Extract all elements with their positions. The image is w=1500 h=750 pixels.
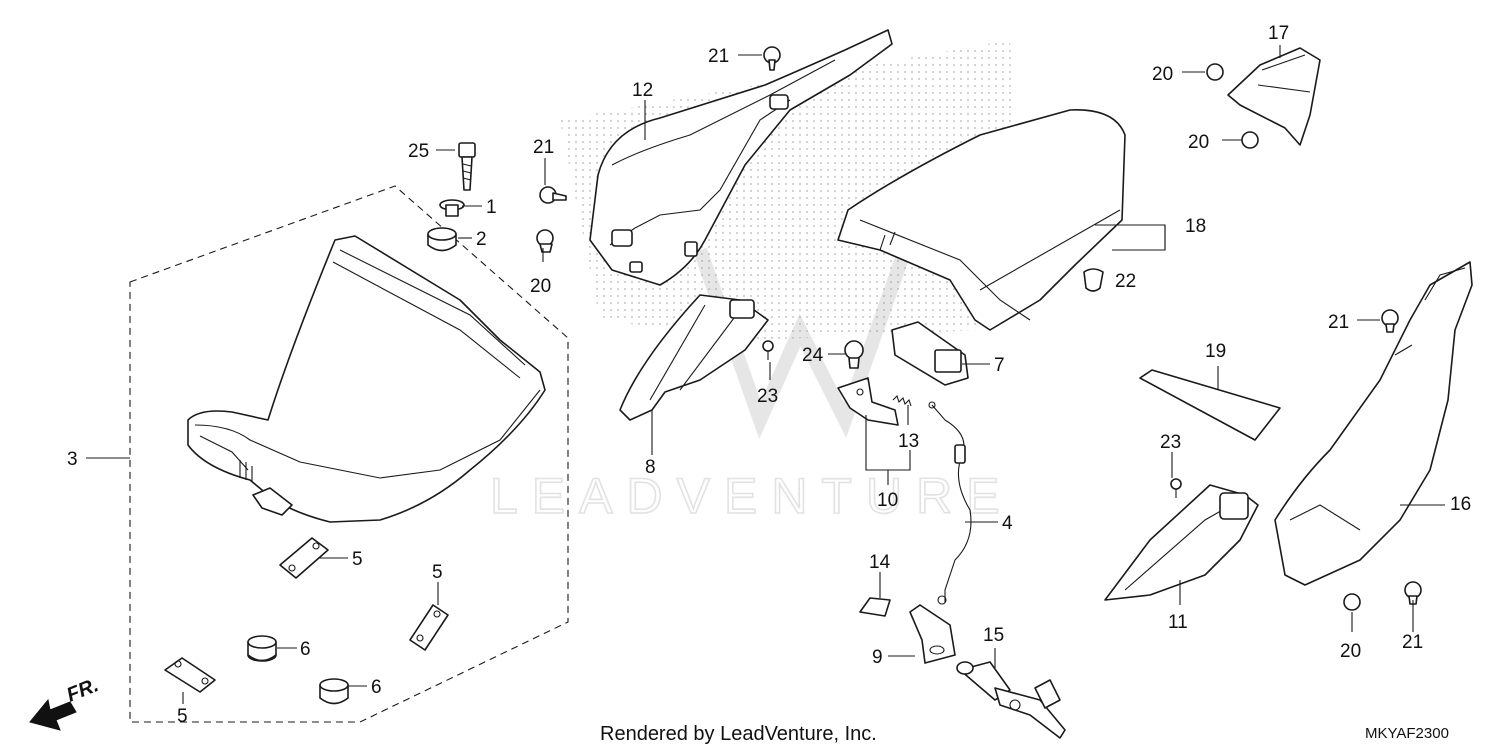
front-arrow-icon: [29, 698, 77, 731]
clip-14[interactable]: [859, 597, 891, 617]
callout-21c: 21: [1328, 312, 1349, 333]
callout-18: 18: [1185, 216, 1206, 237]
seat-lock-15[interactable]: [956, 661, 1066, 739]
callout-9: 9: [872, 647, 883, 668]
rubber-cushion-6a[interactable]: [247, 635, 277, 662]
clip-20d[interactable]: [1343, 593, 1361, 611]
callout-20b: 20: [1152, 64, 1173, 85]
callout-13: 13: [898, 431, 919, 452]
clip-20c[interactable]: [1241, 131, 1259, 149]
callout-19: 19: [1205, 341, 1226, 362]
rubber-cushion-6b[interactable]: [319, 678, 349, 705]
seat-damper-5a[interactable]: [279, 537, 329, 579]
plate-9[interactable]: [909, 604, 956, 664]
callout-6b: 6: [371, 677, 382, 698]
callout-24: 24: [802, 345, 824, 366]
leader-lines: [86, 45, 1445, 704]
strip-19[interactable]: [1139, 369, 1281, 441]
callout-14: 14: [869, 552, 891, 573]
callout-6a: 6: [300, 639, 311, 660]
watermark-text: LEADVENTURE: [490, 468, 1014, 524]
callout-4: 4: [1002, 513, 1013, 534]
screw-21a[interactable]: [763, 46, 781, 71]
callout-23b: 23: [1160, 432, 1181, 453]
callout-1: 1: [486, 197, 497, 218]
collar-1[interactable]: [439, 199, 465, 217]
callout-2: 2: [476, 229, 487, 250]
callout-5a: 5: [352, 549, 363, 570]
seat-assembly-boundary: [129, 185, 569, 723]
spring-13[interactable]: [892, 394, 912, 407]
callout-20c: 20: [1188, 132, 1209, 153]
callout-21b: 21: [533, 137, 554, 158]
diagram-code: MKYAF2300: [1365, 725, 1449, 742]
screw-21c[interactable]: [1381, 309, 1399, 333]
latch-7[interactable]: [891, 321, 969, 386]
clip-20b[interactable]: [1206, 63, 1224, 81]
credit-text: Rendered by LeadVenture, Inc.: [600, 723, 877, 745]
seat-damper-5c[interactable]: [164, 657, 216, 693]
screw-23b[interactable]: [1170, 478, 1182, 498]
seat-cable-4[interactable]: [928, 401, 972, 605]
callout-5c: 5: [177, 706, 188, 727]
callout-11: 11: [1168, 612, 1188, 633]
callout-23a: 23: [757, 386, 778, 407]
grommet-2[interactable]: [427, 227, 457, 252]
screw-21b[interactable]: [539, 186, 567, 204]
callouts: 21 12 21 20 25 1 2 3 5 5 5 6 6 8 23 24 7…: [67, 23, 1471, 727]
screw-21d[interactable]: [1404, 581, 1422, 605]
bolt-24[interactable]: [844, 340, 864, 369]
side-cover-12[interactable]: [589, 29, 893, 286]
callout-20d: 20: [1340, 641, 1361, 662]
side-cover-lower-8[interactable]: [619, 294, 769, 421]
callout-8: 8: [645, 457, 656, 478]
grommet-22[interactable]: [1083, 268, 1104, 292]
screw-23a[interactable]: [762, 340, 774, 360]
side-cover-16[interactable]: [1274, 261, 1473, 586]
rear-seat-18[interactable]: [837, 109, 1126, 331]
callout-22: 22: [1115, 271, 1136, 292]
callout-5b: 5: [432, 562, 443, 583]
callout-25: 25: [408, 141, 429, 162]
callout-10: 10: [877, 490, 898, 511]
clip-20a[interactable]: [536, 229, 554, 253]
callout-3: 3: [67, 449, 78, 470]
callout-15: 15: [983, 625, 1004, 646]
callout-21d: 21: [1402, 632, 1423, 653]
front-seat[interactable]: [187, 235, 546, 523]
callout-21a: 21: [708, 46, 729, 67]
bracket-10[interactable]: [837, 377, 899, 426]
seat-damper-5b[interactable]: [409, 604, 449, 651]
side-cover-lower-11[interactable]: [1104, 484, 1259, 601]
front-label: FR.: [64, 674, 102, 706]
callout-20a: 20: [530, 276, 551, 297]
front-direction-indicator: FR.: [29, 674, 102, 731]
callout-16: 16: [1450, 494, 1471, 515]
callout-12: 12: [632, 80, 653, 101]
callout-7: 7: [994, 355, 1005, 376]
cowl-17[interactable]: [1227, 47, 1321, 146]
bolt-25[interactable]: [458, 142, 476, 191]
callout-17: 17: [1268, 23, 1289, 44]
